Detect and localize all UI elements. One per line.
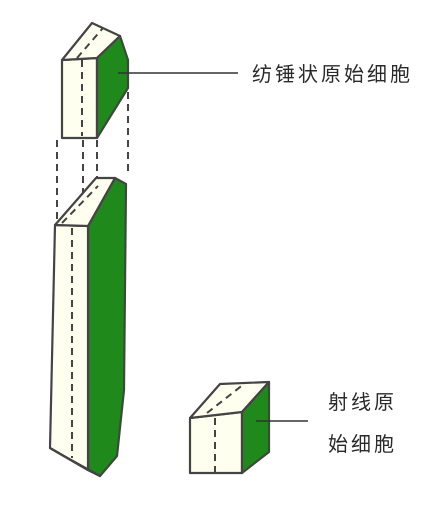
ray-initial-label-line2: 始细胞	[328, 432, 397, 456]
ray-initial	[188, 380, 271, 475]
fusiform-hidden-edges	[56, 92, 129, 222]
fusiform-initial-upper	[60, 21, 130, 140]
ray-initial-label-line1: 射线原	[328, 390, 397, 414]
fusiform-initial-lower	[48, 176, 128, 478]
fusiform-initial-label: 纺锤状原始细胞	[252, 62, 413, 86]
